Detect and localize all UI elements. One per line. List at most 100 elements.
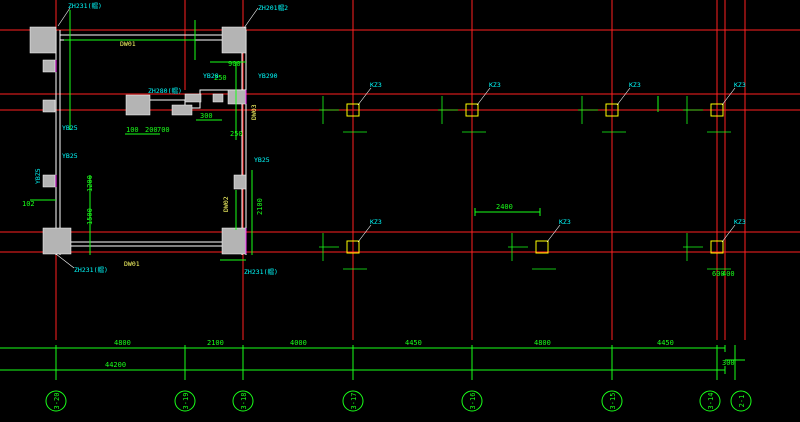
span-dim-6: 4450 xyxy=(657,339,674,347)
axis-lines xyxy=(0,0,800,340)
label-yb25-left: YB25 xyxy=(62,124,78,132)
grid-bubble-3-17[interactable]: 3-17 xyxy=(342,390,364,412)
grid-bubble-circle xyxy=(45,390,67,412)
dim-700: 700 xyxy=(157,126,170,134)
grid-bubble-label: 3-16 xyxy=(469,393,477,410)
grid-bubble-label: 3-14 xyxy=(707,393,715,410)
label-zh231-top: ZH231(帽) xyxy=(68,1,102,10)
grid-bubble-3-15[interactable]: 3-15 xyxy=(601,390,623,412)
dim-100: 100 xyxy=(126,126,139,134)
grid-bubble-label: 3-19 xyxy=(182,393,190,410)
grid-bubble-3-14[interactable]: 3-14 xyxy=(699,390,721,412)
column-leader xyxy=(721,87,736,106)
column-c2[interactable]: KZ3 xyxy=(438,81,501,133)
element-labels: ZH231(帽) ZH201帽2 ZH280(帽) YB28 YB290 YB2… xyxy=(34,1,288,276)
label-dw02: DW02 xyxy=(222,196,230,212)
grid-axis-bubbles: 3-20 3-19 3-18 3-17 3-16 3-15 3-14 2-1 xyxy=(45,390,752,412)
dim-600: 600 xyxy=(712,270,725,278)
span-dim-3: 4000 xyxy=(290,339,307,347)
grid-bubble-3-16[interactable]: 3-16 xyxy=(461,390,483,412)
concrete-blocks xyxy=(29,26,247,255)
column-label: KZ3 xyxy=(489,81,501,89)
column-box xyxy=(605,103,619,117)
grid-bubble-circle xyxy=(232,390,254,412)
dim-250b: 250 xyxy=(230,130,243,138)
dim-250a: 250 xyxy=(214,74,227,82)
bottom-dimensions: 4800 2100 4000 4450 4800 4450 44200 300 xyxy=(105,339,735,369)
column-c7[interactable]: KZ3 xyxy=(683,218,746,270)
dim-1200: 1200 xyxy=(86,175,94,192)
column-leader xyxy=(546,224,561,243)
column-c4[interactable]: KZ3 xyxy=(683,81,746,133)
column-leader xyxy=(357,87,372,106)
label-ybz-left: YBZ5 xyxy=(34,168,42,184)
grid-bubble-3-19[interactable]: 3-19 xyxy=(174,390,196,412)
label-yb25-right: YB25 xyxy=(254,156,270,164)
column-label: KZ3 xyxy=(559,218,571,226)
grid-bubble-circle xyxy=(699,390,721,412)
column-label: KZ3 xyxy=(370,81,382,89)
column-c6[interactable]: KZ3 xyxy=(508,218,571,270)
dim-2400: 2400 xyxy=(496,203,513,211)
edge-dim: 300 xyxy=(722,359,735,367)
label-zh201-top: ZH201帽2 xyxy=(258,3,288,12)
grid-bubble-circle xyxy=(461,390,483,412)
label-dw01-top: DW01 xyxy=(120,40,136,48)
label-yb25-mid: YB25 xyxy=(62,152,78,160)
small-dimension-labels: 900 250 250 100 200 700 300 1200 1500 21… xyxy=(22,60,735,278)
span-dim-2: 2100 xyxy=(207,339,224,347)
column-leader xyxy=(476,87,491,106)
grid-bubble-3-18[interactable]: 3-18 xyxy=(232,390,254,412)
grid-bubble-label: 3-18 xyxy=(240,393,248,410)
column-box xyxy=(535,240,549,254)
dim-400: 400 xyxy=(722,270,735,278)
label-yb28: YB28 xyxy=(203,72,219,80)
label-yb290: YB290 xyxy=(258,72,278,80)
dimension-lines xyxy=(0,10,745,380)
grid-bubble-3-20[interactable]: 3-20 xyxy=(45,390,67,412)
column-box xyxy=(465,103,479,117)
column-box xyxy=(346,240,360,254)
label-zh280: ZH280(帽) xyxy=(148,86,182,95)
column-leader xyxy=(616,87,631,106)
label-zh231-bot: ZH231(帽) xyxy=(74,265,108,274)
column-label: KZ3 xyxy=(370,218,382,226)
column-label: KZ3 xyxy=(629,81,641,89)
dim-2100v: 2100 xyxy=(256,198,264,215)
grid-bubble-circle xyxy=(601,390,623,412)
label-dw03: DW03 xyxy=(250,104,258,120)
grid-bubble-circle xyxy=(730,390,752,412)
dim-102: 102 xyxy=(22,200,35,208)
accent-marks xyxy=(55,60,247,254)
dim-300: 300 xyxy=(200,112,213,120)
span-dim-1: 4800 xyxy=(114,339,131,347)
column-leader xyxy=(357,224,372,243)
grid-bubble-circle xyxy=(342,390,364,412)
column-box xyxy=(710,103,724,117)
dim-900: 900 xyxy=(228,60,241,68)
grid-bubble-circle xyxy=(174,390,196,412)
total-dim: 44200 xyxy=(105,361,126,369)
column-box xyxy=(710,240,724,254)
grid-bubble-label: 3-17 xyxy=(350,393,358,410)
label-zh231-bot2: ZH231(帽) xyxy=(244,267,278,276)
dim-200: 200 xyxy=(145,126,158,134)
column-leader xyxy=(721,224,736,243)
grid-bubble-label: 2-1 xyxy=(738,395,746,408)
column-c5[interactable]: KZ3 xyxy=(319,218,382,270)
column-c3[interactable]: KZ3 xyxy=(578,81,641,133)
span-dim-4: 4450 xyxy=(405,339,422,347)
span-dim-5: 4800 xyxy=(534,339,551,347)
grid-bubble-label: 3-15 xyxy=(609,393,617,410)
column-label: KZ3 xyxy=(734,218,746,226)
dim-1500: 1500 xyxy=(86,208,94,225)
walls xyxy=(55,30,247,255)
grid-bubble-label: 3-20 xyxy=(53,393,61,410)
label-dw01-bot: DW01 xyxy=(124,260,140,268)
column-label: KZ3 xyxy=(734,81,746,89)
grid-bubble-2-1[interactable]: 2-1 xyxy=(730,390,752,412)
column-box xyxy=(346,103,360,117)
column-c1[interactable]: KZ3 xyxy=(319,81,382,133)
